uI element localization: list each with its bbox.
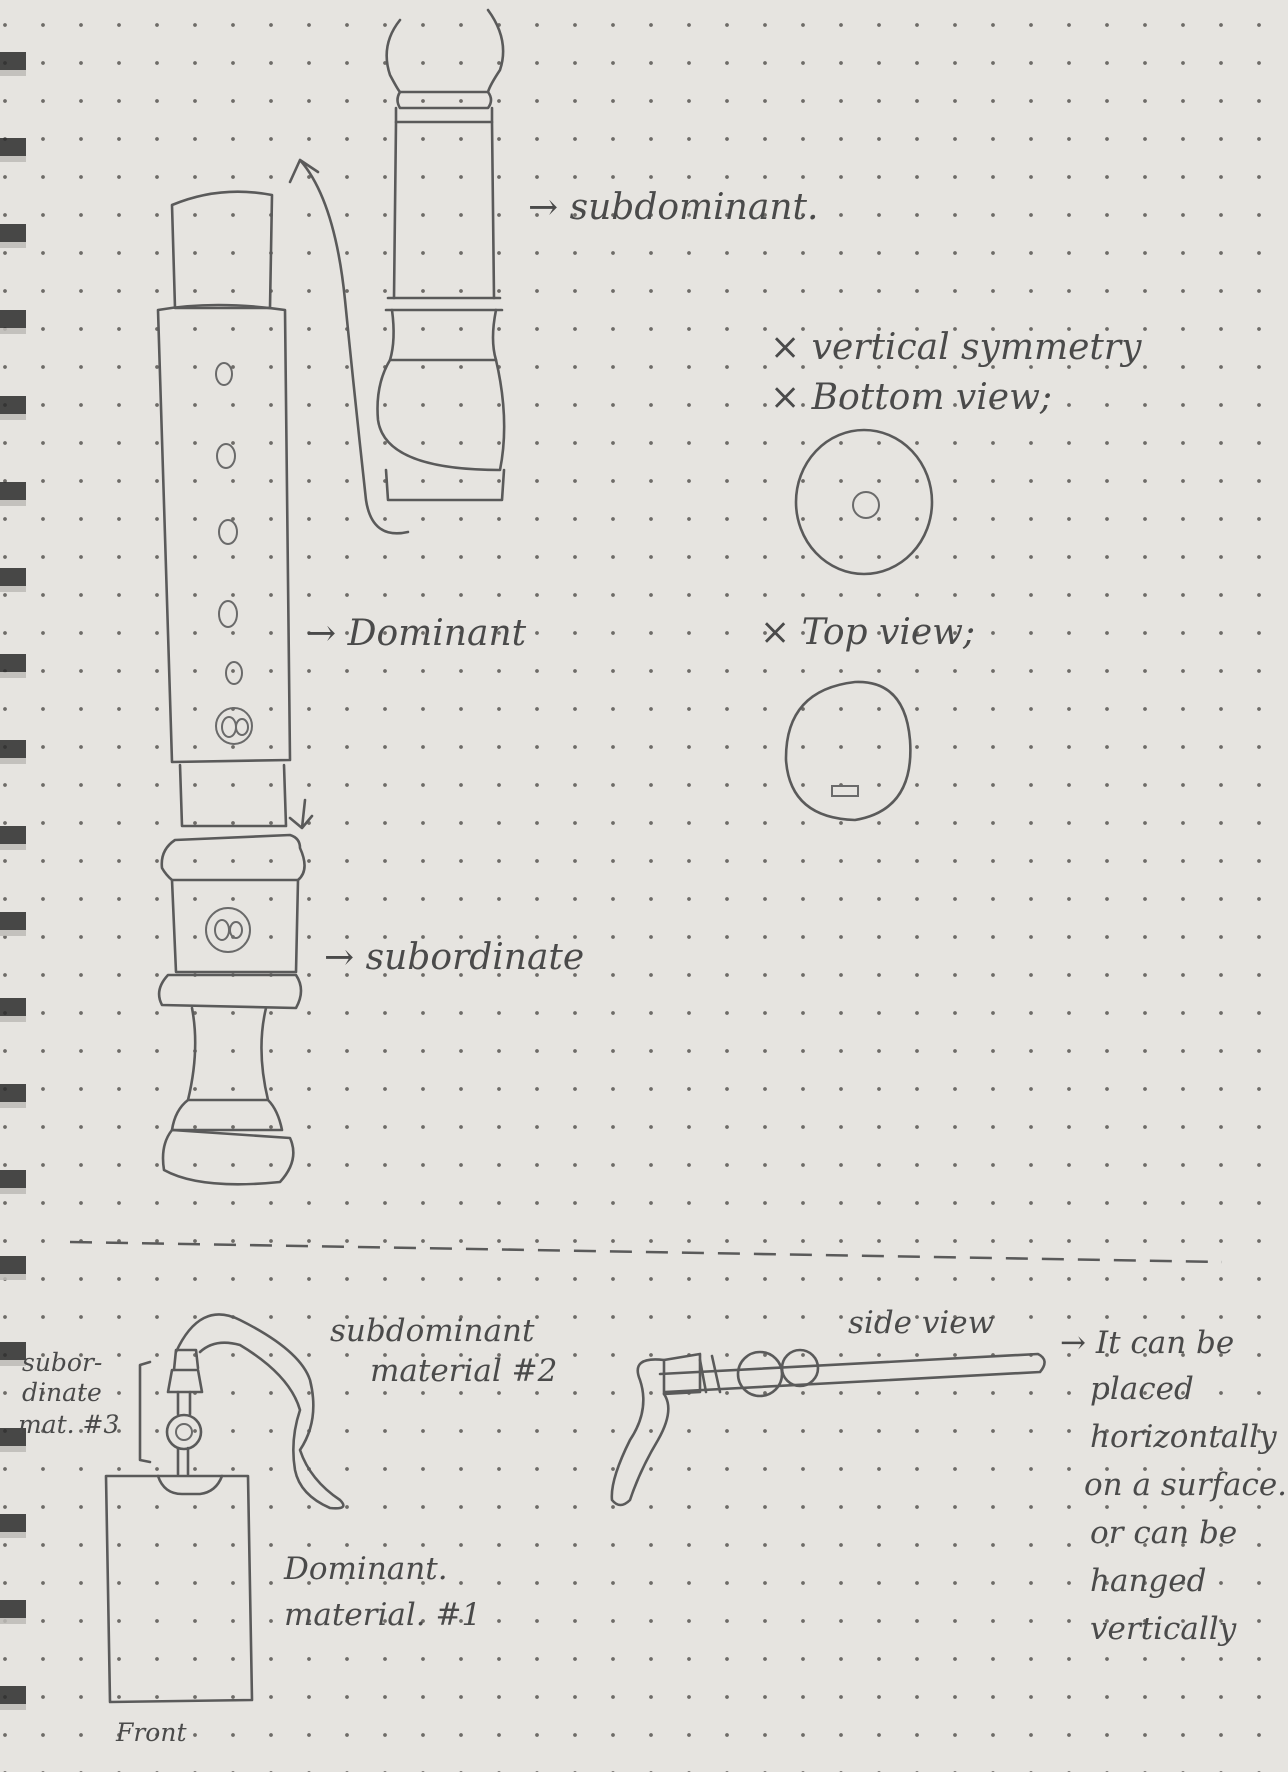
label-placement-6: hanged [1090,1563,1207,1599]
spiral-binding [0,0,26,1772]
bottom-view-sketch [794,428,934,576]
label-subordinate: → subordinate [324,937,585,978]
label-subordinate-mat-3: mat. #3 [18,1410,120,1439]
swap-arrow [288,158,410,535]
label-subordinate-mat-2: dinate [22,1378,102,1407]
label-side-view: side view [848,1305,995,1341]
label-placement-4: on a surface. [1084,1467,1288,1503]
label-subdominant: → subdominant. [528,187,819,228]
top-view-sketch [784,680,912,822]
label-dominant-material-1: Dominant. [284,1551,448,1587]
label-placement-5: or can be [1090,1515,1238,1551]
label-top-view: × Top view; [760,612,976,653]
label-subdominant-material-2: material #2 [370,1353,558,1389]
label-vertical-symmetry: × vertical symmetry [770,327,1142,368]
section-divider [69,1240,1223,1264]
recorder-main-sketch [156,190,314,1186]
label-bottom-view: × Bottom view; [770,377,1053,418]
side-view-sketch [610,1348,1046,1507]
label-placement-2: placed [1090,1371,1194,1407]
mouthpiece-sketch [376,8,506,502]
label-dominant-material-2: material. #1 [284,1597,482,1633]
label-subdominant-material-1: subdominant [330,1313,535,1349]
label-placement-7: vertically [1090,1611,1237,1647]
label-dominant: → Dominant [306,613,527,654]
label-subordinate-mat-1: subor- [22,1348,103,1377]
label-placement-1: → It can be [1060,1325,1235,1361]
label-placement-3: horizontally [1090,1419,1277,1455]
front-view-sketch [104,1313,345,1704]
label-front: Front [116,1718,187,1747]
